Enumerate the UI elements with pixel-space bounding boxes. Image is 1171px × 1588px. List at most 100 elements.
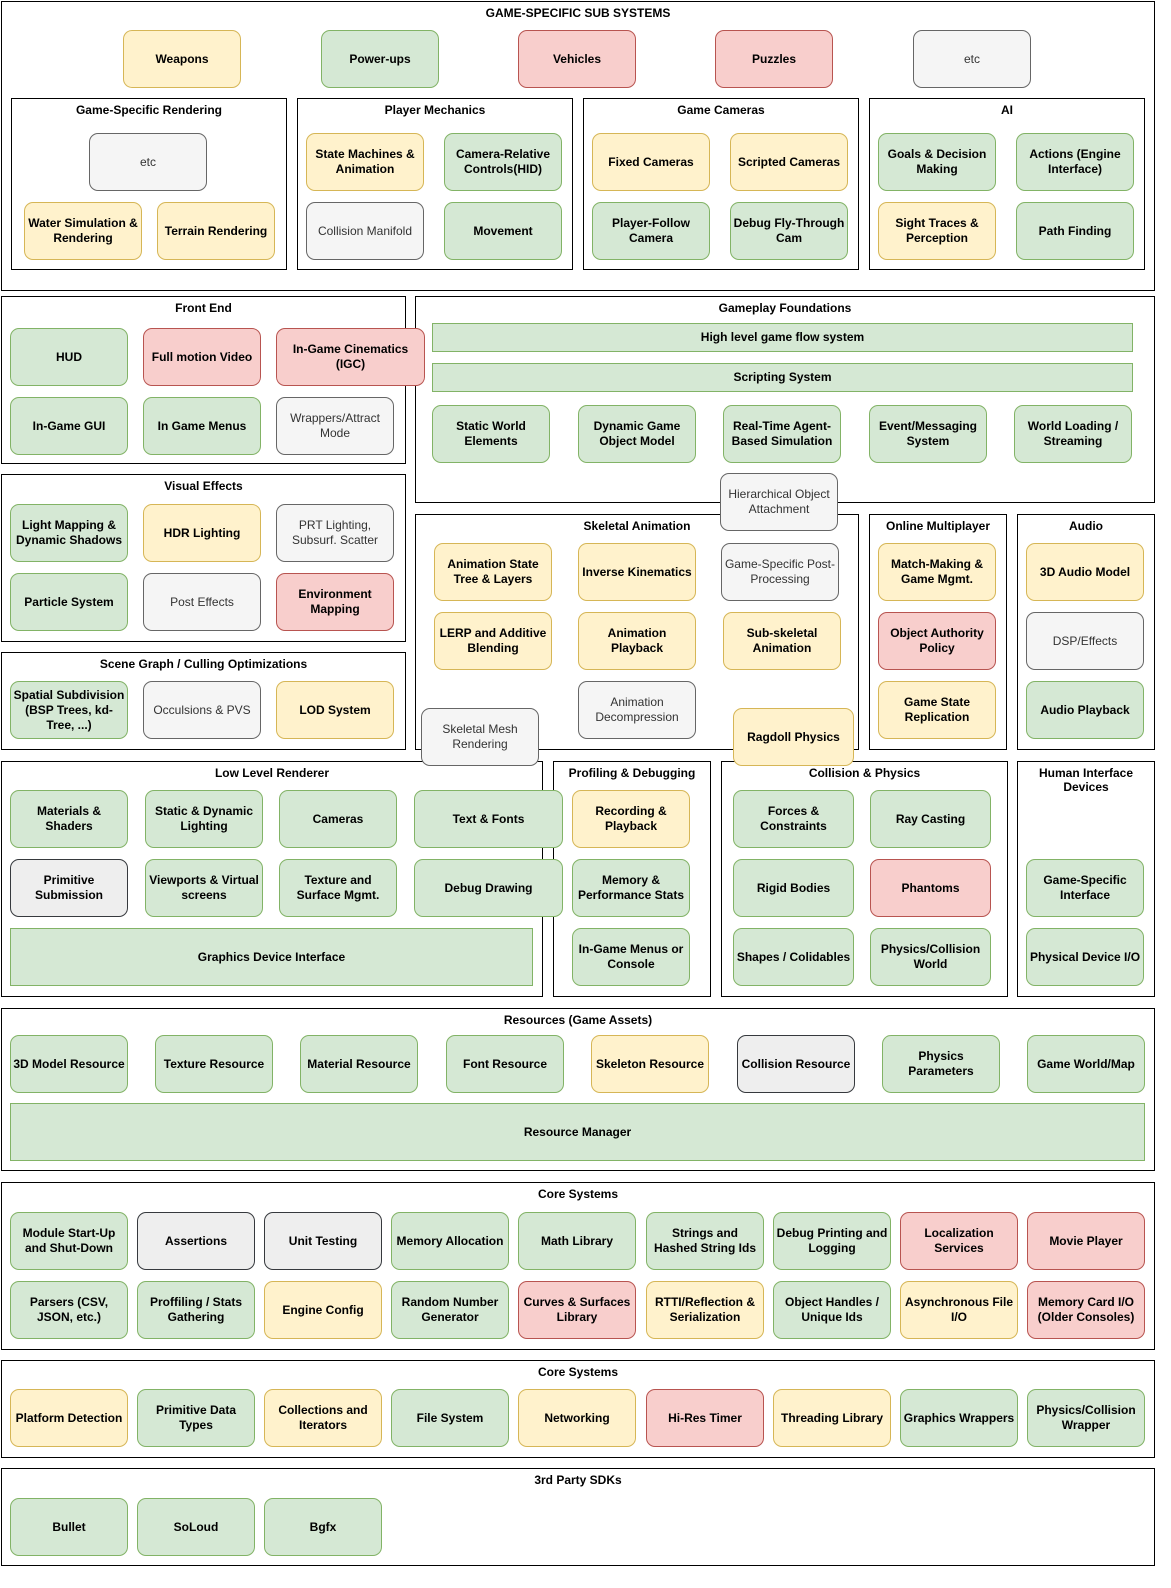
box-static-dynamic-lighting: Static & Dynamic Lighting [145, 790, 263, 848]
box-resource-manager: Resource Manager [10, 1103, 1145, 1161]
box-shapes-colidables: Shapes / Colidables [733, 928, 854, 986]
box-file-system: File System [391, 1389, 509, 1447]
box-world-loading-streaming: World Loading / Streaming [1014, 405, 1132, 463]
box-engine-config: Engine Config [264, 1281, 382, 1339]
box-event-messaging-system: Event/Messaging System [869, 405, 987, 463]
box-game-world-map: Game World/Map [1027, 1035, 1145, 1093]
box-in-game-menus: In Game Menus [143, 397, 261, 455]
box-skeletal-mesh-rendering: Skeletal Mesh Rendering [421, 708, 539, 766]
group-title: Audio [1069, 519, 1103, 533]
box-graphics-device-interface: Graphics Device Interface [10, 928, 533, 986]
box-particle-system: Particle System [10, 573, 128, 631]
box-prt-lighting: PRT Lighting, Subsurf. Scatter [276, 504, 394, 562]
box-water-simulation: Water Simulation & Rendering [24, 202, 142, 260]
box-movie-player: Movie Player [1027, 1212, 1145, 1270]
group-title: Online Multiplayer [885, 519, 990, 533]
group-title: Core Systems [537, 1365, 619, 1379]
box-object-authority-policy: Object Authority Policy [878, 612, 996, 670]
box-animation-playback: Animation Playback [578, 612, 696, 670]
box-etc-top: etc [913, 30, 1031, 88]
box-animation-state-tree: Animation State Tree & Layers [434, 543, 552, 601]
box-in-game-gui: In-Game GUI [10, 397, 128, 455]
box-assertions: Assertions [137, 1212, 255, 1270]
box-soloud: SoLoud [137, 1498, 255, 1556]
box-strings-hashed-ids: Strings and Hashed String Ids [646, 1212, 764, 1270]
box-in-game-cinematics: In-Game Cinematics (IGC) [276, 328, 425, 386]
box-debug-printing-logging: Debug Printing and Logging [773, 1212, 891, 1270]
box-font-resource: Font Resource [446, 1035, 564, 1093]
group-title: Front End [175, 301, 232, 315]
box-texture-resource: Texture Resource [155, 1035, 273, 1093]
box-texture-surface-mgmt: Texture and Surface Mgmt. [279, 859, 397, 917]
box-hierarchical-object-attachment: Hierarchical Object Attachment [720, 473, 838, 531]
box-threading-library: Threading Library [773, 1389, 891, 1447]
box-ray-casting: Ray Casting [870, 790, 991, 848]
box-game-specific-interface: Game-Specific Interface [1026, 859, 1144, 917]
box-light-mapping: Light Mapping & Dynamic Shadows [10, 504, 128, 562]
box-unit-testing: Unit Testing [264, 1212, 382, 1270]
box-match-making: Match-Making & Game Mgmt. [878, 543, 996, 601]
box-animation-decompression: Animation Decompression [578, 681, 696, 739]
box-physics-collision-world: Physics/Collision World [870, 928, 991, 986]
group-title: Core Systems [537, 1187, 619, 1201]
box-actions-engine-interface: Actions (Engine Interface) [1016, 133, 1134, 191]
box-terrain-rendering: Terrain Rendering [157, 202, 275, 260]
box-bgfx: Bgfx [264, 1498, 382, 1556]
box-weapons: Weapons [123, 30, 241, 88]
group-title: Game-Specific Rendering [75, 103, 223, 117]
box-dsp-effects: DSP/Effects [1026, 612, 1144, 670]
group-title: Resources (Game Assets) [503, 1013, 653, 1027]
box-random-number-generator: Random Number Generator [391, 1281, 509, 1339]
group-title: Gameplay Foundations [718, 301, 852, 315]
box-parsers: Parsers (CSV, JSON, etc.) [10, 1281, 128, 1339]
group-title: Scene Graph / Culling Optimizations [99, 657, 308, 671]
box-in-game-menus-console: In-Game Menus or Console [572, 928, 690, 986]
group-title: Low Level Renderer [214, 766, 330, 780]
box-3d-model-resource: 3D Model Resource [10, 1035, 128, 1093]
box-camera-relative-controls: Camera-Relative Controls(HID) [444, 133, 562, 191]
box-memory-performance-stats: Memory & Performance Stats [572, 859, 690, 917]
box-movement: Movement [444, 202, 562, 260]
box-sight-traces-perception: Sight Traces & Perception [878, 202, 996, 260]
box-memory-allocation: Memory Allocation [391, 1212, 509, 1270]
box-math-library: Math Library [518, 1212, 636, 1270]
box-forces-constraints: Forces & Constraints [733, 790, 854, 848]
box-post-effects: Post Effects [143, 573, 261, 631]
box-rigid-bodies: Rigid Bodies [733, 859, 854, 917]
box-skeleton-resource: Skeleton Resource [591, 1035, 709, 1093]
box-phantoms: Phantoms [870, 859, 991, 917]
box-primitive-submission: Primitive Submission [10, 859, 128, 917]
box-wrappers-attract-mode: Wrappers/Attract Mode [276, 397, 394, 455]
box-scripted-cameras: Scripted Cameras [730, 133, 848, 191]
box-collision-resource: Collision Resource [737, 1035, 855, 1093]
box-game-specific-post-processing: Game-Specific Post-Processing [721, 543, 839, 601]
box-inverse-kinematics: Inverse Kinematics [578, 543, 696, 601]
box-game-state-replication: Game State Replication [878, 681, 996, 739]
box-lod-system: LOD System [276, 681, 394, 739]
box-goals-decision-making: Goals & Decision Making [878, 133, 996, 191]
box-static-world-elements: Static World Elements [432, 405, 550, 463]
box-bullet: Bullet [10, 1498, 128, 1556]
box-recording-playback: Recording & Playback [572, 790, 690, 848]
box-path-finding: Path Finding [1016, 202, 1134, 260]
box-profiling-stats-gathering: Proffiling / Stats Gathering [137, 1281, 255, 1339]
box-asynchronous-file-io: Asynchronous File I/O [900, 1281, 1018, 1339]
box-debug-drawing: Debug Drawing [414, 859, 563, 917]
box-rtti-reflection: RTTI/Reflection & Serialization [646, 1281, 764, 1339]
box-primitive-data-types: Primitive Data Types [137, 1389, 255, 1447]
group-title: Visual Effects [164, 479, 243, 493]
box-power-ups: Power-ups [321, 30, 439, 88]
box-physics-parameters: Physics Parameters [882, 1035, 1000, 1093]
group-title: 3rd Party SDKs [534, 1473, 622, 1487]
box-player-follow-camera: Player-Follow Camera [592, 202, 710, 260]
box-real-time-agent-simulation: Real-Time Agent-Based Simulation [723, 405, 841, 463]
box-dynamic-game-object-model: Dynamic Game Object Model [578, 405, 696, 463]
box-audio-playback: Audio Playback [1026, 681, 1144, 739]
box-puzzles: Puzzles [715, 30, 833, 88]
box-localization-services: Localization Services [900, 1212, 1018, 1270]
box-hi-res-timer: Hi-Res Timer [646, 1389, 764, 1447]
box-environment-mapping: Environment Mapping [276, 573, 394, 631]
box-hud: HUD [10, 328, 128, 386]
box-fixed-cameras: Fixed Cameras [592, 133, 710, 191]
